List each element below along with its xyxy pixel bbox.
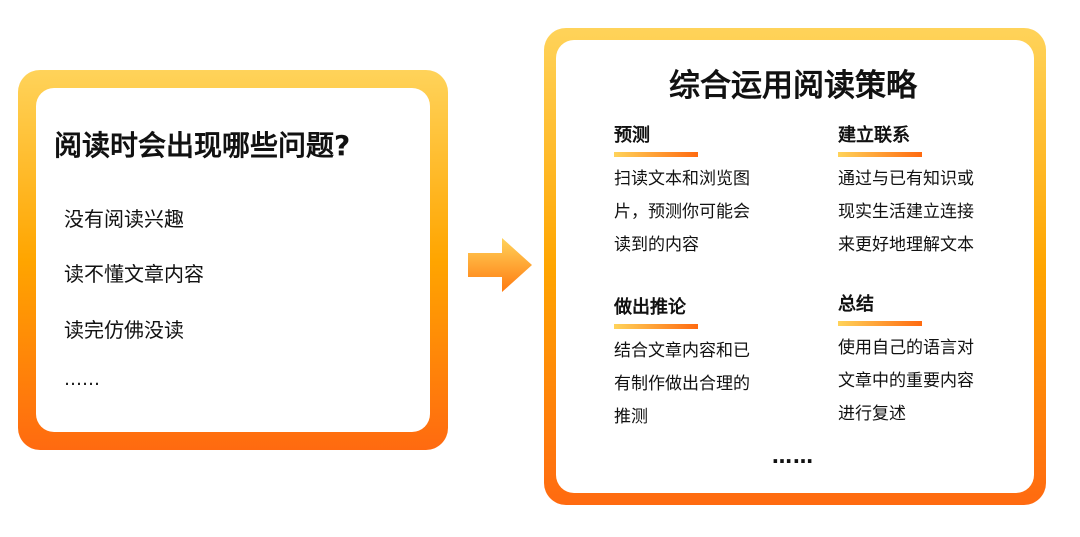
- heading-underline: [838, 321, 922, 326]
- problem-item: ……: [64, 369, 100, 390]
- strategy-line: 文章中的重要内容: [838, 371, 974, 391]
- strategy-line: 使用自己的语言对: [838, 338, 974, 358]
- strategy-heading: 总结: [838, 294, 874, 315]
- problem-item: 没有阅读兴趣: [64, 207, 184, 231]
- strategy-line: 片，预测你可能会: [614, 202, 750, 222]
- strategy-connect: 建立联系 通过与已有知识或现实生活建立连接来更好地理解文本: [838, 124, 1028, 262]
- strategy-predict: 预测 扫读文本和浏览图片，预测你可能会读到的内容: [614, 124, 804, 262]
- strategies-title: 综合运用阅读策略: [669, 68, 917, 104]
- problems-title: 阅读时会出现哪些问题?: [54, 129, 351, 162]
- strategy-line: 扫读文本和浏览图: [614, 169, 750, 189]
- strategy-line: 推测: [614, 407, 648, 427]
- strategy-line: 读到的内容: [614, 235, 699, 255]
- strategy-line: 通过与已有知识或: [838, 169, 974, 189]
- problems-panel: [36, 88, 430, 432]
- strategy-line: 现实生活建立连接: [838, 202, 974, 222]
- strategy-line: 结合文章内容和已: [614, 341, 750, 361]
- strategy-infer: 做出推论 结合文章内容和已有制作做出合理的推测: [614, 296, 804, 434]
- strategy-line: 有制作做出合理的: [614, 374, 750, 394]
- problem-item: 读完仿佛没读: [64, 318, 184, 342]
- heading-underline: [614, 324, 698, 329]
- arrow-right-icon: [468, 238, 532, 292]
- heading-underline: [838, 152, 922, 157]
- heading-underline: [614, 152, 698, 157]
- more-ellipsis: ……: [772, 444, 814, 468]
- strategies-panel: [556, 40, 1034, 493]
- strategy-summarize: 总结 使用自己的语言对文章中的重要内容进行复述: [838, 293, 1028, 431]
- strategy-line: 来更好地理解文本: [838, 235, 974, 255]
- strategy-line: 进行复述: [838, 404, 906, 424]
- strategy-heading: 预测: [614, 125, 650, 146]
- problem-item: 读不懂文章内容: [64, 262, 204, 286]
- strategy-heading: 做出推论: [614, 297, 686, 318]
- strategy-heading: 建立联系: [838, 125, 910, 146]
